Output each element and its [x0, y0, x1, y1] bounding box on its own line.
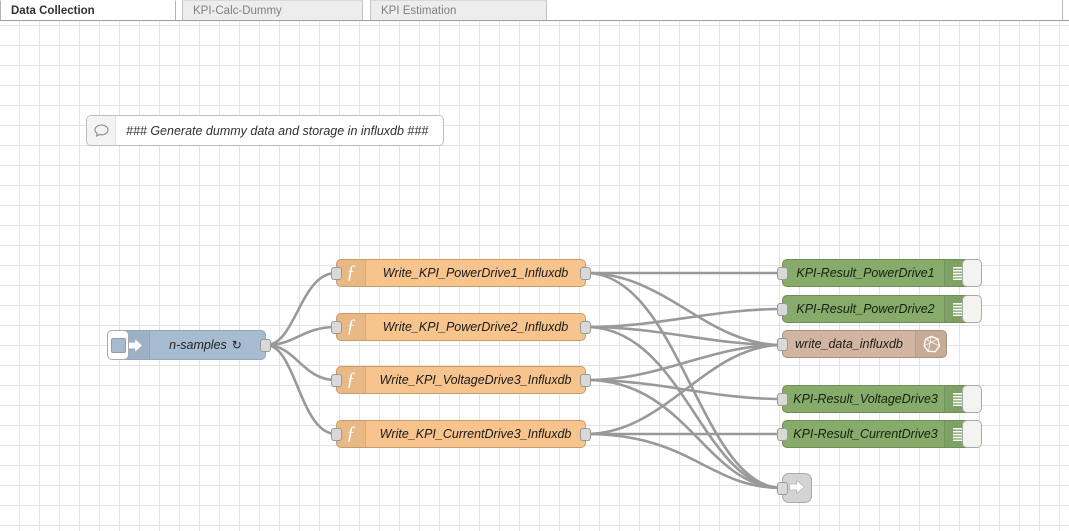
debug-node-kpi-result-voltagedrive3[interactable]: KPI-Result_VoltageDrive3: [777, 385, 982, 413]
debug-node-kpi-result-powerdrive2[interactable]: KPI-Result_PowerDrive2: [777, 295, 982, 323]
node-output-port[interactable]: [580, 428, 591, 441]
inject-output-port[interactable]: [260, 339, 271, 352]
tab-label: Data Collection: [11, 4, 95, 17]
influxdb-logo-icon: [915, 331, 946, 357]
node-input-port[interactable]: [331, 374, 342, 387]
repeat-icon: ↻: [231, 338, 242, 352]
tab-label: KPI-Calc-Dummy: [193, 4, 282, 17]
debug-node-label: KPI-Result_CurrentDrive3: [793, 427, 938, 441]
node-input-port[interactable]: [777, 393, 788, 406]
node-input-port[interactable]: [331, 321, 342, 334]
link-out-arrow-icon: [788, 479, 806, 498]
node-output-port[interactable]: [580, 374, 591, 387]
influxdb-out-node[interactable]: write_data_influxdb: [777, 330, 947, 358]
inject-node-label: n-samples↻: [169, 338, 242, 352]
node-output-port[interactable]: [580, 321, 591, 334]
node-input-port[interactable]: [777, 482, 788, 495]
tab-bar-empty-area: [547, 0, 1063, 20]
function-node-label: Write_KPI_PowerDrive1_Influxdb: [382, 266, 569, 280]
function-node-label: Write_KPI_VoltageDrive3_Influxdb: [379, 373, 572, 387]
node-input-port[interactable]: [777, 303, 788, 316]
function-node-write-kpi-powerdrive1[interactable]: ƒ Write_KPI_PowerDrive1_Influxdb: [331, 259, 591, 287]
node-output-port[interactable]: [580, 267, 591, 280]
tab-data-collection[interactable]: Data Collection: [0, 0, 176, 20]
link-out-node[interactable]: [777, 473, 812, 503]
flow-tab-bar: Data Collection KPI-Calc-Dummy KPI Estim…: [0, 0, 1069, 21]
debug-node-kpi-result-powerdrive1[interactable]: KPI-Result_PowerDrive1: [777, 259, 982, 287]
node-input-port[interactable]: [331, 267, 342, 280]
debug-node-label: KPI-Result_VoltageDrive3: [793, 392, 938, 406]
node-input-port[interactable]: [331, 428, 342, 441]
node-input-port[interactable]: [777, 267, 788, 280]
comment-text: ### Generate dummy data and storage in i…: [126, 123, 429, 138]
function-node-label: Write_KPI_PowerDrive2_Influxdb: [382, 320, 569, 334]
function-node-label: Write_KPI_CurrentDrive3_Influxdb: [379, 427, 572, 441]
function-node-write-kpi-powerdrive2[interactable]: ƒ Write_KPI_PowerDrive2_Influxdb: [331, 313, 591, 341]
flow-canvas[interactable]: ### Generate dummy data and storage in i…: [0, 21, 1069, 531]
tab-kpi-estimation[interactable]: KPI Estimation: [370, 0, 547, 20]
tab-kpi-calc-dummy[interactable]: KPI-Calc-Dummy: [182, 0, 363, 20]
comment-node[interactable]: ### Generate dummy data and storage in i…: [86, 115, 444, 146]
comment-bubble-icon: [87, 116, 116, 145]
tab-label: KPI Estimation: [381, 4, 457, 17]
debug-toggle-button[interactable]: [962, 259, 982, 287]
inject-node-n-samples[interactable]: n-samples↻: [107, 330, 271, 360]
node-input-port[interactable]: [777, 338, 788, 351]
debug-toggle-button[interactable]: [962, 385, 982, 413]
function-node-write-kpi-currentdrive3[interactable]: ƒ Write_KPI_CurrentDrive3_Influxdb: [331, 420, 591, 448]
function-f-icon: ƒ: [337, 421, 366, 447]
influxdb-node-label: write_data_influxdb: [795, 337, 903, 351]
debug-node-label: KPI-Result_PowerDrive2: [796, 302, 935, 316]
debug-toggle-button[interactable]: [962, 420, 982, 448]
debug-node-kpi-result-currentdrive3[interactable]: KPI-Result_CurrentDrive3: [777, 420, 982, 448]
function-node-write-kpi-voltagedrive3[interactable]: ƒ Write_KPI_VoltageDrive3_Influxdb: [331, 366, 591, 394]
debug-toggle-button[interactable]: [962, 295, 982, 323]
node-input-port[interactable]: [777, 428, 788, 441]
debug-node-label: KPI-Result_PowerDrive1: [796, 266, 935, 280]
inject-trigger-button[interactable]: [107, 330, 129, 360]
